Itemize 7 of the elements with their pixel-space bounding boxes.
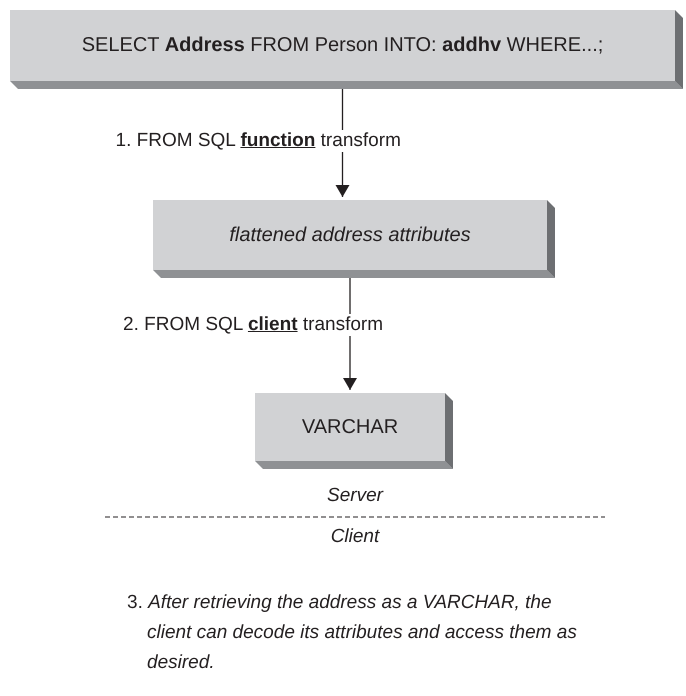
box-text: VARCHAR: [302, 416, 398, 438]
side-label: Client: [330, 526, 381, 548]
box-text: SELECT Address FROM Person INTO: addhv WHERE...;: [82, 34, 604, 57]
edge-label: 1. FROM SQL function transform: [114, 130, 403, 152]
box-text: flattened address attributes: [229, 224, 471, 246]
note-text: 3. After retrieving the address as a VARCHAR, the client can decode its attributes and access them as desired.: [127, 591, 578, 675]
side-label: Server: [326, 485, 384, 507]
